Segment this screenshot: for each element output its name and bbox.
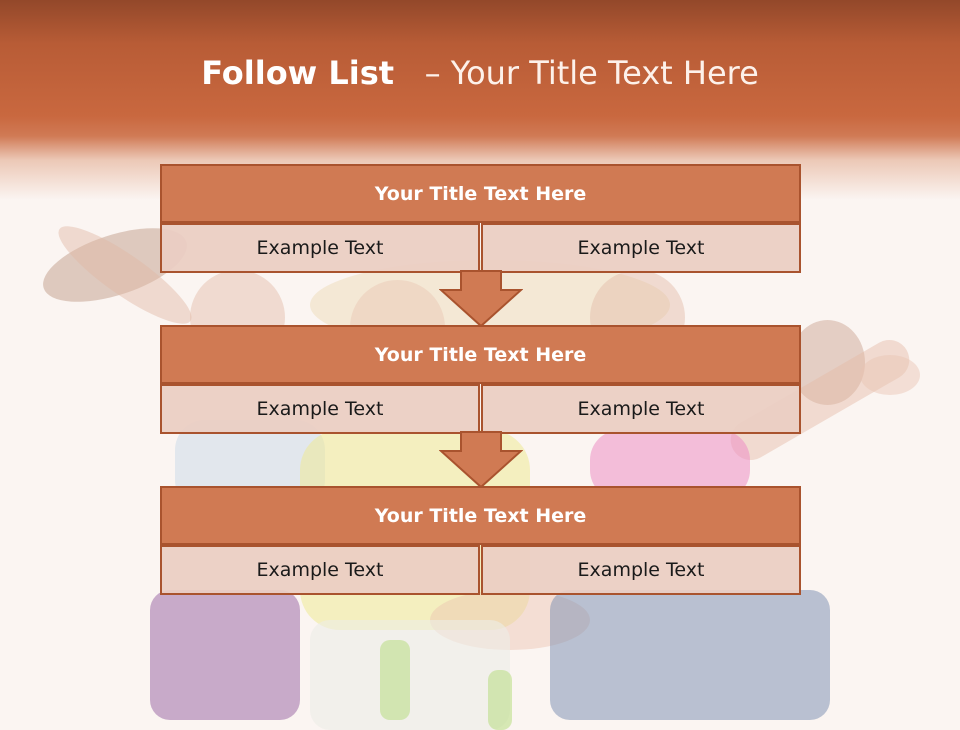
block-cell-left[interactable]: Example Text [160,384,480,434]
block-title[interactable]: Your Title Text Here [160,325,801,384]
block-cell-right[interactable]: Example Text [481,384,801,434]
slide-title-main: Follow List [201,54,395,92]
slide-title: Follow List – Your Title Text Here [0,54,960,92]
down-arrow-icon [439,270,523,328]
block-title[interactable]: Your Title Text Here [160,486,801,545]
block-cell-left[interactable]: Example Text [160,545,480,595]
slide-title-subtitle: – Your Title Text Here [424,54,759,92]
block-cell-right[interactable]: Example Text [481,545,801,595]
background-photo [0,140,960,730]
down-arrow-icon [439,431,523,489]
block-cell-right[interactable]: Example Text [481,223,801,273]
block-title[interactable]: Your Title Text Here [160,164,801,223]
block-cell-left[interactable]: Example Text [160,223,480,273]
